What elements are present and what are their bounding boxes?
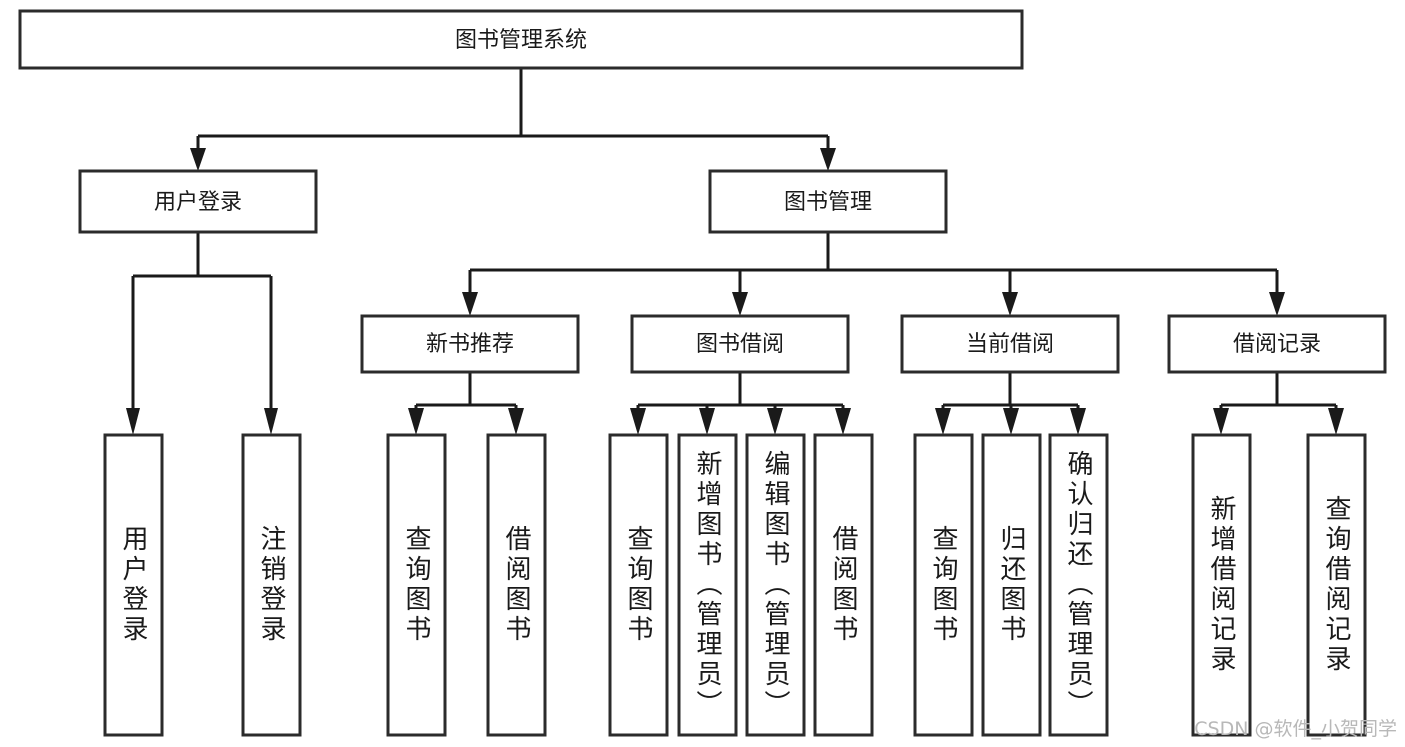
node-leaf-cborrow-query-label: 查询图书: [928, 525, 958, 645]
node-leaf-cborrow-return-label: 归还图书: [996, 525, 1026, 645]
node-leaf-cborrow-confirm-box[interactable]: [1048, 433, 1109, 737]
arrow-head-cborrow-leaf-3: [1070, 408, 1086, 435]
node-current-borrow-label: 当前借阅: [966, 332, 1054, 357]
connector-group-book-borrow: [630, 372, 851, 435]
arrow-head-user-leaf-2: [264, 408, 278, 435]
arrow-head-book-manage: [820, 148, 836, 171]
node-book-manage-box[interactable]: [708, 169, 948, 234]
node-leaf-bborrow-add-label: 新增图书（管理员）: [692, 450, 722, 720]
node-leaf-user-logout[interactable]: 注销登录: [241, 433, 302, 737]
node-root-system-box[interactable]: [18, 9, 1024, 70]
arrow-head-bborrow-leaf-3: [767, 408, 783, 435]
node-leaf-brecord-add-box[interactable]: [1191, 433, 1252, 737]
arrow-head-current-borrow: [1002, 292, 1018, 316]
connector-group-borrow-record: [1213, 372, 1344, 435]
node-leaf-brecord-add[interactable]: 新增借阅记录: [1191, 433, 1252, 737]
node-borrow-record[interactable]: 借阅记录: [1167, 314, 1387, 374]
node-current-borrow[interactable]: 当前借阅: [900, 314, 1120, 374]
arrow-head-user-login: [190, 148, 206, 171]
arrow-head-new-book: [462, 292, 478, 316]
arrow-head-user-leaf-1: [126, 408, 140, 435]
node-leaf-bborrow-add-box[interactable]: [677, 433, 738, 737]
arrow-head-bborrow-leaf-2: [699, 408, 715, 435]
node-leaf-cborrow-return[interactable]: 归还图书: [981, 433, 1042, 737]
arrow-head-brecord-leaf-2: [1328, 408, 1344, 435]
node-new-book-recommend[interactable]: 新书推荐: [360, 314, 580, 374]
node-borrow-record-label: 借阅记录: [1233, 332, 1321, 357]
node-leaf-user-logout-label: 注销登录: [256, 525, 286, 645]
node-leaf-bborrow-query[interactable]: 查询图书: [608, 433, 669, 737]
node-leaf-bborrow-add[interactable]: 新增图书（管理员）: [677, 433, 738, 737]
node-leaf-bborrow-query-box[interactable]: [608, 433, 669, 737]
connector-group-new-book: [408, 372, 524, 435]
connector-group-user-login: [126, 232, 278, 435]
node-book-borrow-label: 图书借阅: [696, 332, 784, 357]
arrow-head-newbook-leaf-2: [508, 408, 524, 435]
connector-group-current-borrow: [935, 372, 1086, 435]
node-leaf-bborrow-borrow-label: 借阅图书: [828, 525, 858, 645]
connector-group-book-manage: [462, 232, 1285, 316]
node-leaf-newbook-borrow[interactable]: 借阅图书: [486, 433, 547, 737]
node-user-login-label: 用户登录: [154, 190, 242, 215]
node-current-borrow-box[interactable]: [900, 314, 1120, 374]
arrow-head-bborrow-leaf-4: [835, 408, 851, 435]
node-leaf-bborrow-edit[interactable]: 编辑图书（管理员）: [745, 433, 806, 737]
node-leaf-user-login-1[interactable]: 用户登录: [103, 433, 164, 737]
node-new-book-recommend-box[interactable]: [360, 314, 580, 374]
node-leaf-newbook-query-box[interactable]: [386, 433, 447, 737]
node-leaf-bborrow-edit-box[interactable]: [745, 433, 806, 737]
arrow-head-bborrow-leaf-1: [630, 408, 646, 435]
node-new-book-recommend-label: 新书推荐: [426, 332, 514, 357]
node-root-system[interactable]: 图书管理系统: [18, 9, 1024, 70]
node-leaf-user-login-1-box[interactable]: [103, 433, 164, 737]
node-leaf-cborrow-confirm[interactable]: 确认归还（管理员）: [1048, 433, 1109, 737]
node-user-login[interactable]: 用户登录: [78, 169, 318, 234]
node-leaf-cborrow-query-box[interactable]: [913, 433, 974, 737]
arrow-head-book-borrow: [732, 292, 748, 316]
node-leaf-user-logout-box[interactable]: [241, 433, 302, 737]
node-book-borrow-box[interactable]: [630, 314, 850, 374]
node-root-system-label: 图书管理系统: [455, 28, 587, 53]
node-leaf-cborrow-query[interactable]: 查询图书: [913, 433, 974, 737]
arrow-head-cborrow-leaf-2: [1003, 408, 1019, 435]
node-leaf-bborrow-query-label: 查询图书: [623, 525, 653, 645]
node-leaf-newbook-borrow-label: 借阅图书: [501, 525, 531, 645]
node-user-login-box[interactable]: [78, 169, 318, 234]
arrow-head-cborrow-leaf-1: [935, 408, 951, 435]
node-book-manage-label: 图书管理: [784, 190, 872, 215]
watermark: CSDN @软件_小贺同学: [1194, 718, 1397, 740]
node-book-borrow[interactable]: 图书借阅: [630, 314, 850, 374]
arrow-head-borrow-record: [1269, 292, 1285, 316]
node-leaf-brecord-query[interactable]: 查询借阅记录: [1306, 433, 1367, 737]
node-leaf-user-login-1-label: 用户登录: [118, 525, 148, 645]
node-book-manage[interactable]: 图书管理: [708, 169, 948, 234]
node-leaf-bborrow-borrow[interactable]: 借阅图书: [813, 433, 874, 737]
node-leaf-brecord-query-label: 查询借阅记录: [1321, 495, 1351, 675]
arrow-head-brecord-leaf-1: [1213, 408, 1229, 435]
node-leaf-brecord-query-box[interactable]: [1306, 433, 1367, 737]
node-borrow-record-box[interactable]: [1167, 314, 1387, 374]
node-leaf-bborrow-edit-label: 编辑图书（管理员）: [760, 450, 790, 720]
arrow-head-newbook-leaf-1: [408, 408, 424, 435]
node-leaf-brecord-add-label: 新增借阅记录: [1206, 495, 1236, 675]
node-leaf-bborrow-borrow-box[interactable]: [813, 433, 874, 737]
connector-group-root: [190, 68, 836, 171]
node-leaf-newbook-query[interactable]: 查询图书: [386, 433, 447, 737]
node-leaf-newbook-query-label: 查询图书: [401, 525, 431, 645]
node-leaf-cborrow-confirm-label: 确认归还（管理员）: [1063, 450, 1093, 720]
node-leaf-newbook-borrow-box[interactable]: [486, 433, 547, 737]
node-leaf-cborrow-return-box[interactable]: [981, 433, 1042, 737]
